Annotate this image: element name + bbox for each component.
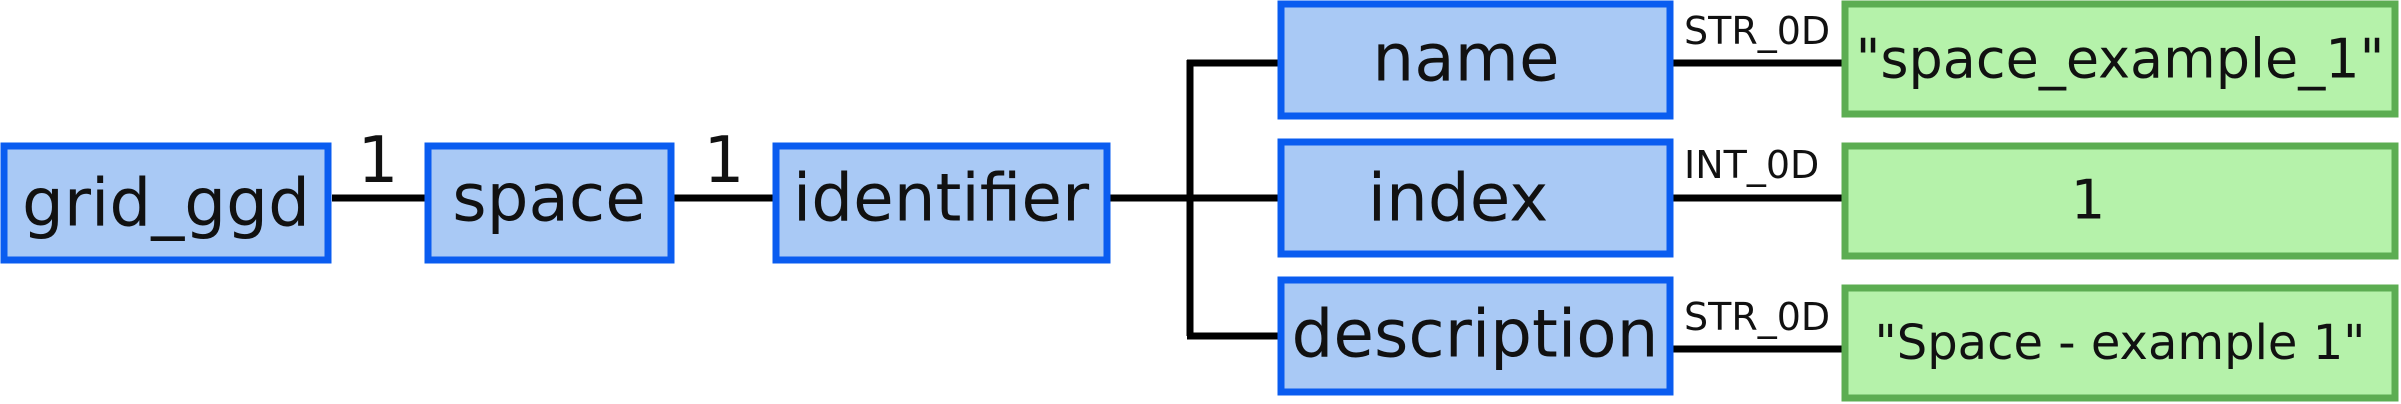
node-grid-ggd: grid_ggd <box>0 142 332 264</box>
value-index-label: 1 <box>2071 169 2105 232</box>
connectors <box>332 59 1845 353</box>
edge-label-name-type: STR_0D <box>1684 9 1830 53</box>
edge-label-grid-ggd-space: 1 <box>358 124 399 198</box>
node-index-label: index <box>1368 160 1549 237</box>
node-identifier: identifier <box>772 142 1111 264</box>
node-name: name <box>1277 0 1674 120</box>
node-description: description <box>1277 276 1674 396</box>
node-grid-ggd-label: grid_ggd <box>22 165 310 242</box>
value-index: 1 <box>1841 142 2399 260</box>
value-description: "Space - example 1" <box>1841 284 2399 402</box>
node-name-label: name <box>1372 20 1559 97</box>
value-description-label: "Space - example 1" <box>1875 315 2366 371</box>
node-index: index <box>1277 138 1674 258</box>
edge-label-description-type: STR_0D <box>1684 295 1830 339</box>
node-identifier-label: identifier <box>793 160 1090 237</box>
edge-label-space-identifier: 1 <box>704 124 745 198</box>
value-name-label: "space_example_1" <box>1856 28 2385 91</box>
edge-label-index-type: INT_0D <box>1684 143 1819 187</box>
node-space: space <box>424 142 675 264</box>
value-name: "space_example_1" <box>1841 0 2399 118</box>
node-space-label: space <box>452 160 646 237</box>
node-description-label: description <box>1292 296 1659 373</box>
